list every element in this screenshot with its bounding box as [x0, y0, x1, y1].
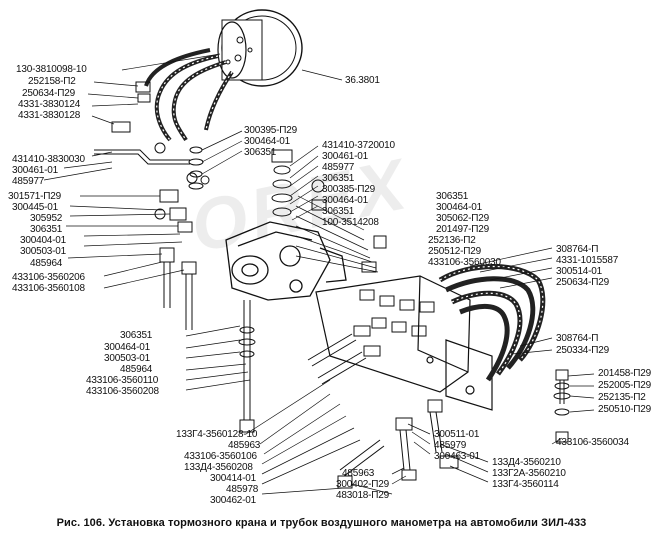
part-label: 300503-01: [104, 353, 151, 364]
part-label: 308764-П: [556, 244, 599, 255]
part-label: 300514-01: [556, 266, 603, 277]
part-label: 36.3801: [345, 75, 380, 86]
part-label: 300463-01: [434, 451, 481, 462]
part-label: 300445-01: [12, 202, 59, 213]
part-label: 485963: [228, 440, 261, 451]
part-label: 300464-01: [244, 136, 291, 147]
part-label: 433106-3560106: [184, 451, 257, 462]
part-label: 300503-01: [20, 246, 67, 257]
part-label: 300414-01: [210, 473, 257, 484]
part-label: 130-3810098-10: [16, 64, 87, 75]
part-label: 431410-3830030: [12, 154, 85, 165]
part-label: 433106-3560034: [556, 437, 629, 448]
part-label: 305952: [30, 213, 63, 224]
figure-caption: Рис. 106. Установка тормозного крана и т…: [56, 517, 587, 529]
part-label: 306351: [30, 224, 63, 235]
part-label: 252005-П29: [598, 380, 651, 391]
part-label: 433106-3560108: [12, 283, 85, 294]
part-label: 252135-П2: [598, 392, 646, 403]
part-label: 300511-01: [434, 429, 480, 440]
part-label: 250512-П29: [428, 246, 482, 257]
part-label: 485964: [30, 258, 63, 269]
part-label: 431410-3720010: [322, 140, 395, 151]
part-label: 306351: [322, 206, 355, 217]
brake-valve: [225, 221, 347, 301]
part-label: 300464-01: [436, 202, 483, 213]
part-label: 300402-П29: [336, 479, 390, 490]
part-label: 308764-П: [556, 333, 599, 344]
part-label: 133Г4-3560128-10: [176, 429, 258, 440]
part-label: 4331-1015587: [556, 255, 619, 266]
part-label: 433106-3560206: [12, 272, 85, 283]
part-label: 300464-01: [104, 342, 151, 353]
part-label: 4331-3830128: [18, 110, 81, 121]
part-label: 133Г4-3560114: [492, 479, 559, 490]
part-label: 250634-П29: [556, 277, 610, 288]
part-label: 252136-П2: [428, 235, 476, 246]
part-label: 250510-П29: [598, 404, 651, 415]
part-label: 433106-3560110: [86, 375, 159, 386]
part-label: 133Д4-3560210: [492, 457, 561, 468]
part-label: 4331-3830124: [18, 99, 81, 110]
part-label: 306351: [322, 173, 355, 184]
part-label: 485963: [342, 468, 375, 479]
part-label: 485977: [12, 176, 45, 187]
part-label: 201458-П29: [598, 368, 651, 379]
part-label: 252158-П2: [28, 76, 76, 87]
part-label: 301571-П29: [8, 191, 62, 202]
part-label: 201497-П29: [436, 224, 490, 235]
part-label: 300461-01: [12, 165, 59, 176]
part-label: 306351: [120, 330, 153, 341]
part-label: 300464-01: [322, 195, 369, 206]
part-label: 433106-3560030: [428, 257, 501, 268]
part-label: 133Д4-3560208: [184, 462, 253, 473]
part-label: 300404-01: [20, 235, 67, 246]
part-label: 100-3514208: [322, 217, 379, 228]
part-label: 483018-П29: [336, 490, 390, 501]
part-label: 300461-01: [322, 151, 369, 162]
part-label: 250334-П29: [556, 345, 610, 356]
part-label: 433106-3560208: [86, 386, 159, 397]
mounting-bracket: [315, 275, 493, 411]
part-label: 485978: [226, 484, 259, 495]
part-label: 133Г2А-3560210: [492, 468, 566, 479]
part-label: 485977: [322, 162, 355, 173]
part-label: 485979: [434, 440, 467, 451]
part-label: 250634-П29: [22, 88, 76, 99]
part-label: 300395-П29: [244, 125, 298, 136]
part-label: 306351: [244, 147, 277, 158]
part-label: 305062-П29: [436, 213, 490, 224]
part-label: 300385-П29: [322, 184, 376, 195]
part-label: 306351: [436, 191, 469, 202]
part-label: 485964: [120, 364, 153, 375]
part-label: 300462-01: [210, 495, 257, 506]
